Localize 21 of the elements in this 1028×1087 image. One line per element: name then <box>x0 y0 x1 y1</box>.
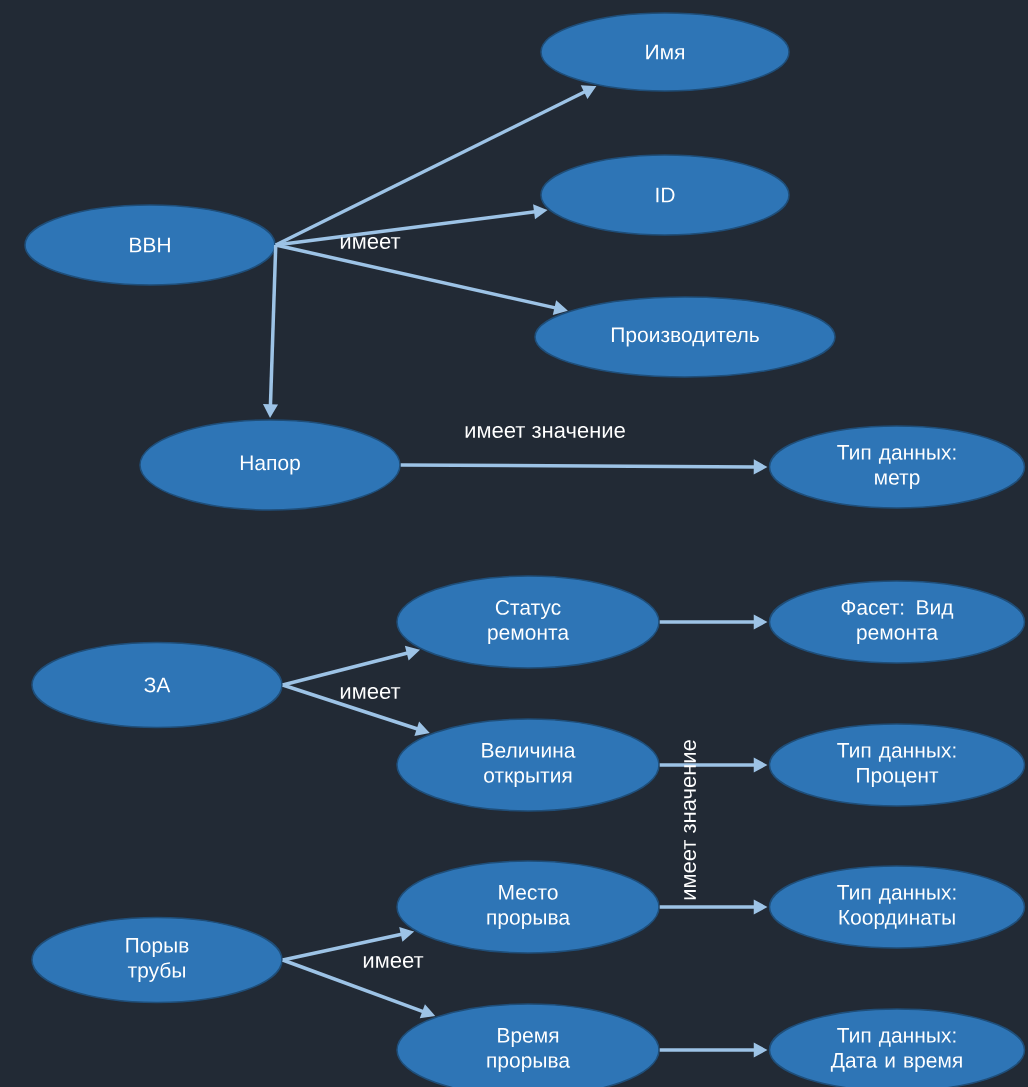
ellipse-node: Производитель <box>534 296 836 378</box>
ellipse-node: Тип данных: Дата и время <box>768 1008 1026 1087</box>
rotated-label: имеет значение <box>683 740 697 900</box>
edge-label: имеет <box>340 237 401 250</box>
ellipse-node: ЗА <box>31 641 283 729</box>
edge-label: имеет значение <box>465 426 625 439</box>
edge-label: имеет <box>340 687 401 700</box>
ellipse-node: Величина открытия <box>396 718 660 812</box>
ellipse-node: Порыв трубы <box>31 916 283 1004</box>
ellipse-node: Тип данных: Процент <box>768 723 1026 807</box>
ellipse-node: Тип данных: метр <box>768 425 1026 509</box>
edge-label: имеет <box>363 956 424 969</box>
ellipse-node: Статус ремонта <box>396 575 660 669</box>
ellipse-node: ID <box>540 154 790 236</box>
ellipse-node: Напор <box>139 419 401 511</box>
ellipse-node: Место прорыва <box>396 860 660 954</box>
ellipse-node: Фасет: Вид ремонта <box>768 580 1026 664</box>
ellipse-node: Время прорыва <box>396 1003 660 1087</box>
ellipse-node: ВВН <box>24 204 276 286</box>
ellipse-node: Тип данных: Координаты <box>768 865 1026 949</box>
ellipse-node: Имя <box>540 12 790 92</box>
